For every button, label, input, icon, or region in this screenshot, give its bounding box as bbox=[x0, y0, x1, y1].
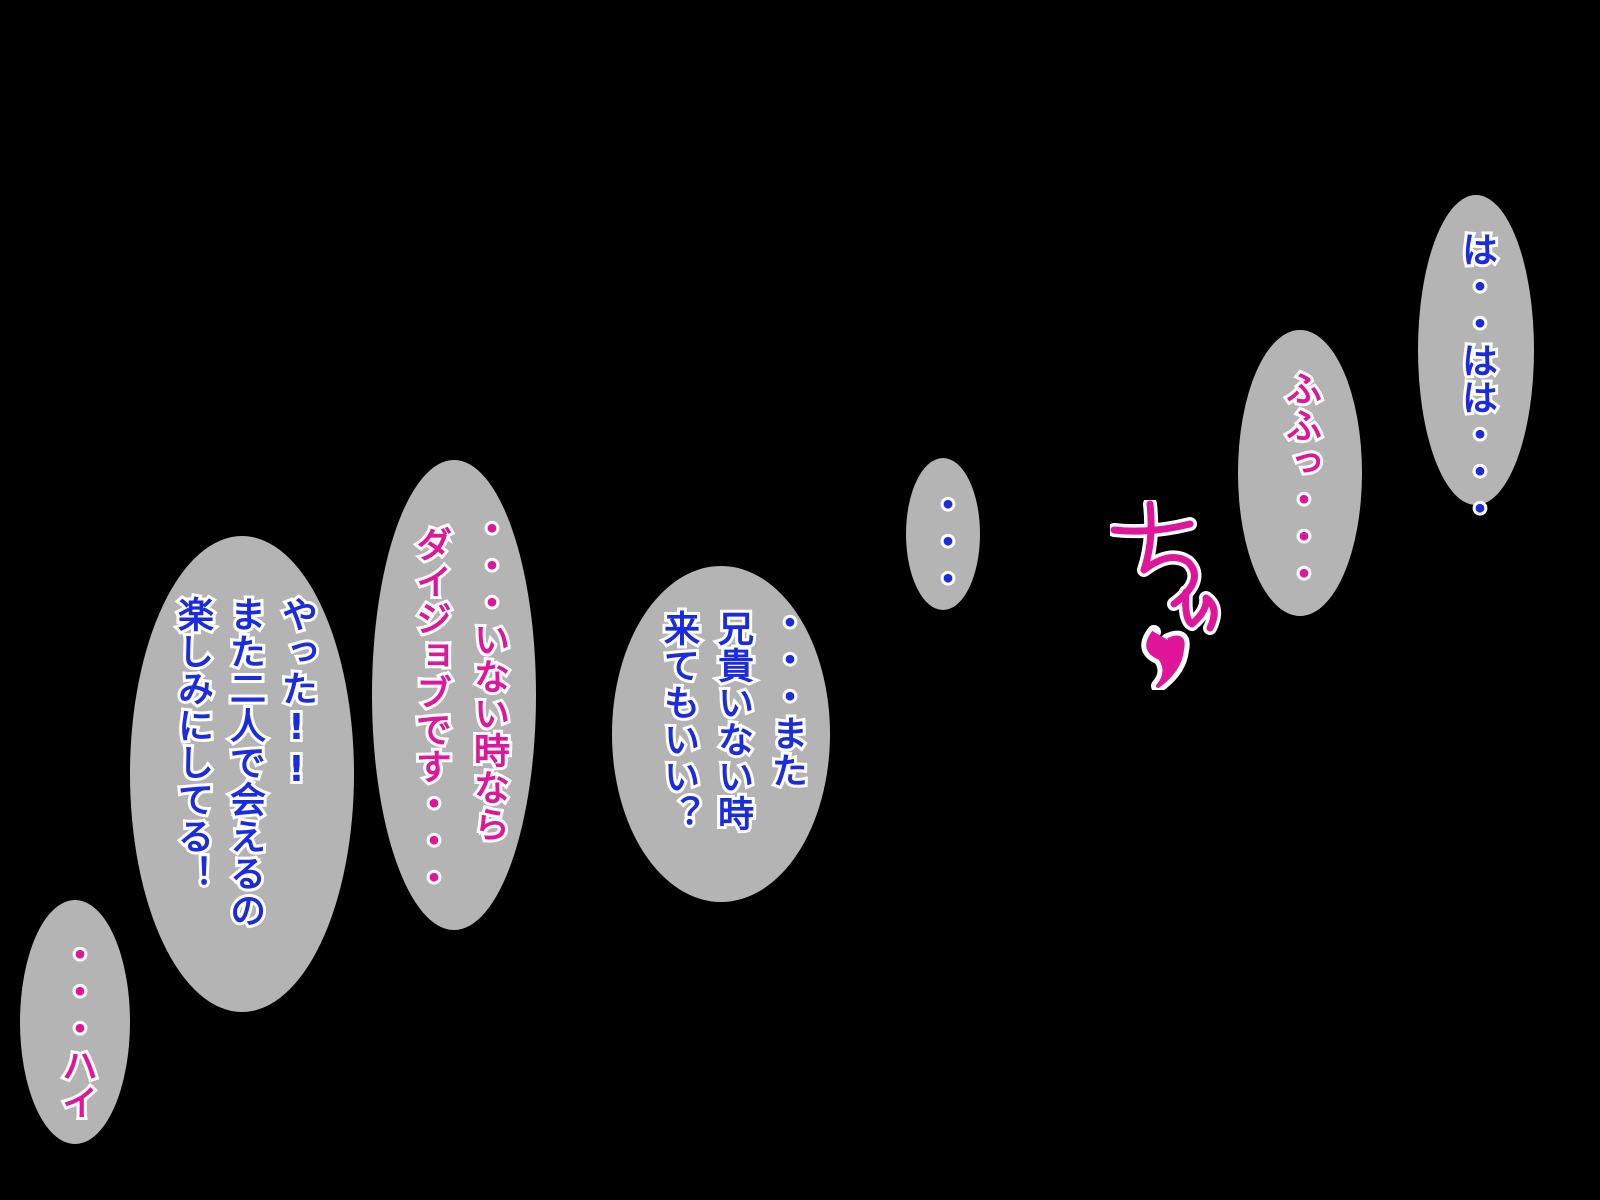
bubble-4-line-1: ・・・また bbox=[763, 601, 810, 792]
speech-bubble-4: ・・・また 兄貴いない時 来てもいい？ bbox=[612, 566, 830, 902]
bubble-7-line-1: ・・・ハイ bbox=[53, 933, 100, 1124]
bubble-6-line-2: また二人で会えるの bbox=[221, 593, 268, 932]
heart-icon bbox=[1146, 630, 1185, 688]
speech-bubble-3: ・・・ bbox=[906, 458, 980, 610]
bubble-2-line-1: ふふっ・・・ bbox=[1277, 367, 1324, 595]
speech-bubble-5: ・・・いない時なら ダイジョブです・・・ bbox=[372, 460, 536, 930]
speech-bubble-6: やった!! また二人で会えるの 楽しみにしてる！ bbox=[130, 536, 354, 1012]
bubble-4-line-3: 来てもいい？ bbox=[655, 607, 702, 835]
speech-bubble-7: ・・・ハイ bbox=[20, 900, 130, 1144]
bubble-3-line-1: ・・・ bbox=[921, 483, 968, 600]
bubble-5-line-2: ダイジョブです・・・ bbox=[407, 523, 454, 899]
bubble-5-line-1: ・・・いない時なら bbox=[465, 507, 512, 846]
bubble-1-line-1: は・・はは・・・ bbox=[1453, 228, 1500, 530]
bubble-4-line-2: 兄貴いない時 bbox=[709, 607, 756, 835]
speech-bubble-2: ふふっ・・・ bbox=[1238, 330, 1362, 616]
bubble-6-line-1: やった!! bbox=[273, 593, 320, 794]
speech-bubble-1: は・・はは・・・ bbox=[1418, 195, 1534, 530]
sound-effect-chu: ちゅ bbox=[1110, 500, 1222, 690]
bubble-6-line-3: 楽しみにしてる！ bbox=[169, 593, 216, 895]
